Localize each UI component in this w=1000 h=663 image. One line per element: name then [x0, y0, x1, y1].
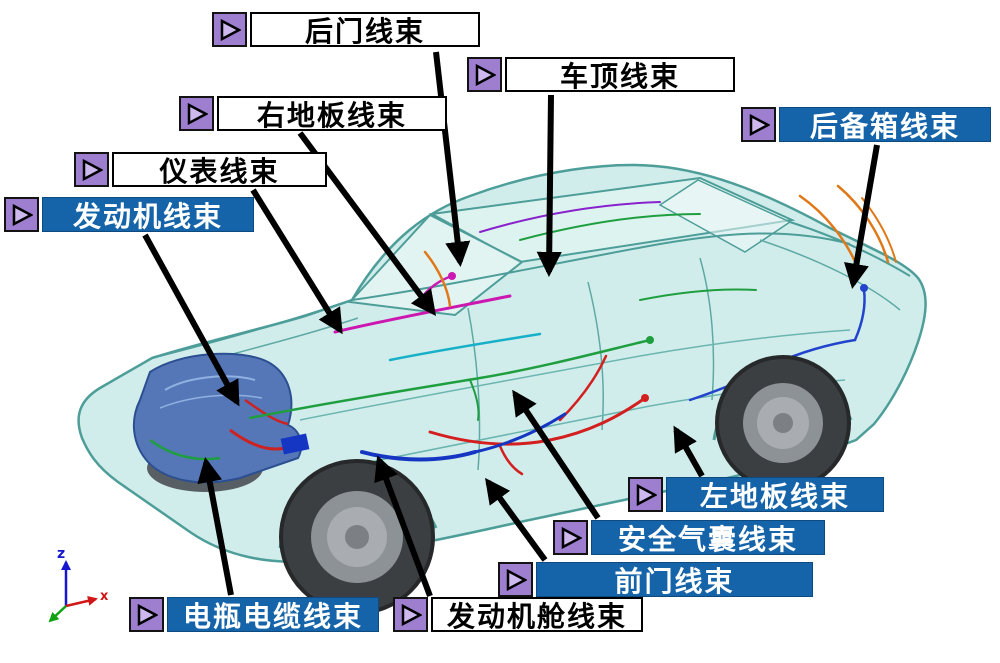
- label-trunk-harness: 后备箱线束: [741, 107, 991, 143]
- harness-marker-icon: [212, 12, 247, 47]
- label-text: 安全气囊线束: [591, 520, 825, 555]
- label-text: 后门线束: [250, 12, 480, 47]
- label-battery-cable-harness: 电瓶电缆线束: [129, 597, 379, 633]
- label-text: 发动机线束: [42, 197, 254, 232]
- arrow-front-door: [485, 477, 548, 562]
- label-text: 仪表线束: [112, 152, 327, 187]
- harness-marker-icon: [179, 96, 214, 131]
- label-text: 后备箱线束: [779, 107, 991, 142]
- axis-z-label: z: [57, 546, 65, 562]
- label-instrument-harness: 仪表线束: [74, 152, 327, 188]
- label-engine-bay-harness: 发动机舱线束: [393, 597, 643, 633]
- label-right-floor-harness: 右地板线束: [179, 96, 447, 132]
- label-text: 前门线束: [536, 562, 813, 597]
- harness-marker-icon: [74, 152, 109, 187]
- label-airbag-harness: 安全气囊线束: [553, 520, 825, 556]
- axis-x-label: x: [100, 589, 109, 604]
- harness-marker-icon: [498, 562, 533, 597]
- label-text: 发动机舱线束: [431, 597, 643, 632]
- arrow-instrument: [250, 188, 343, 335]
- harness-marker-icon: [467, 57, 502, 92]
- harness-marker-icon: [129, 597, 164, 632]
- rear-wheel: [715, 355, 851, 491]
- arrow-engine: [142, 233, 240, 407]
- label-rear-door-harness: 后门线束: [212, 12, 480, 48]
- arrow-battery-cable: [197, 457, 234, 596]
- harness-marker-icon: [4, 197, 39, 232]
- axis-triad-icon: z x: [48, 546, 109, 623]
- label-front-door-harness: 前门线束: [498, 562, 813, 598]
- arrow-rear-door: [433, 51, 471, 268]
- arrow-airbag: [512, 389, 601, 520]
- arrow-left-floor: [673, 425, 705, 478]
- arrow-roof: [536, 94, 562, 278]
- harness-marker-icon: [741, 107, 776, 142]
- arrow-engine-bay: [374, 455, 433, 598]
- label-left-floor-harness: 左地板线束: [628, 477, 884, 513]
- harness-marker-icon: [628, 477, 663, 512]
- harness-marker-icon: [393, 597, 428, 632]
- label-text: 右地板线束: [217, 96, 447, 131]
- label-text: 左地板线束: [666, 477, 884, 512]
- arrow-trunk: [844, 144, 880, 289]
- label-engine-harness: 发动机线束: [4, 197, 254, 233]
- label-text: 车顶线束: [505, 57, 735, 92]
- callout-arrows: [142, 51, 880, 598]
- harness-marker-icon: [553, 520, 588, 555]
- label-roof-harness: 车顶线束: [467, 57, 735, 93]
- label-text: 电瓶电缆线束: [167, 597, 379, 632]
